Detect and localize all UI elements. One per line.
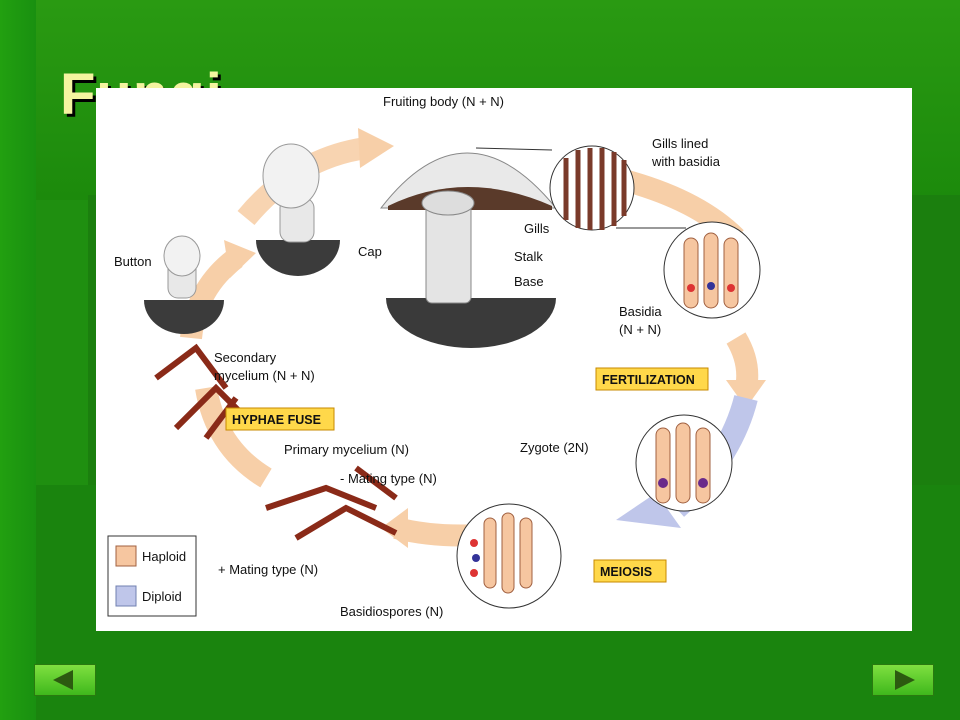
label-secondary-mycelium-2: mycelium (N + N) xyxy=(214,368,315,383)
basidia-circle xyxy=(663,221,761,319)
label-zygote: Zygote (2N) xyxy=(520,440,589,455)
diagram-labels: Fruiting body (N + N) Gills lined with b… xyxy=(114,94,721,619)
label-secondary-mycelium: Secondary xyxy=(214,350,277,365)
label-basidiospores: Basidiospores (N) xyxy=(340,604,443,619)
label-button: Button xyxy=(114,254,152,269)
label-basidia-2: (N + N) xyxy=(619,322,661,337)
label-plus-mating: + Mating type (N) xyxy=(218,562,318,577)
label-gills-lined-2: with basidia xyxy=(651,154,721,169)
stage-hyphae-fuse: HYPHAE FUSE xyxy=(225,407,335,431)
legend-haploid: Haploid xyxy=(142,549,186,564)
stage-meiosis-label: MEIOSIS xyxy=(600,565,652,579)
young-mushroom xyxy=(256,143,340,276)
gill-magnification xyxy=(475,145,686,231)
fungi-life-cycle-diagram: Fruiting body (N + N) Gills lined with b… xyxy=(96,88,912,631)
stage-meiosis: MEIOSIS xyxy=(593,559,667,583)
label-gills-lined: Gills lined xyxy=(652,136,708,151)
legend-swatch-haploid xyxy=(115,545,137,567)
legend: Haploid Diploid xyxy=(107,535,197,617)
previous-slide-button[interactable] xyxy=(34,664,96,696)
next-slide-button[interactable] xyxy=(872,664,934,696)
legend-diploid: Diploid xyxy=(142,589,182,604)
button-mushroom xyxy=(144,235,224,334)
label-stalk: Stalk xyxy=(514,249,543,264)
meiosis-circle xyxy=(456,503,562,609)
label-minus-mating: - Mating type (N) xyxy=(340,471,437,486)
slide-background-strip xyxy=(0,0,36,720)
label-base: Base xyxy=(514,274,544,289)
life-cycle-svg: Fruiting body (N + N) Gills lined with b… xyxy=(107,94,766,619)
legend-swatch-diploid xyxy=(115,585,137,607)
label-gills: Gills xyxy=(524,221,550,236)
label-fruiting-body: Fruiting body (N + N) xyxy=(383,94,504,109)
stage-fertilization: FERTILIZATION xyxy=(595,367,709,391)
left-triangle-icon xyxy=(53,670,73,690)
label-primary-mycelium: Primary mycelium (N) xyxy=(284,442,409,457)
stage-hyphae-fuse-label: HYPHAE FUSE xyxy=(232,413,321,427)
zygote-circle xyxy=(635,414,733,512)
right-triangle-icon xyxy=(895,670,915,690)
fruiting-body xyxy=(379,152,558,348)
primary-mycelium xyxy=(265,465,398,541)
label-cap: Cap xyxy=(358,244,382,259)
label-basidia: Basidia xyxy=(619,304,662,319)
stage-fertilization-label: FERTILIZATION xyxy=(602,373,695,387)
